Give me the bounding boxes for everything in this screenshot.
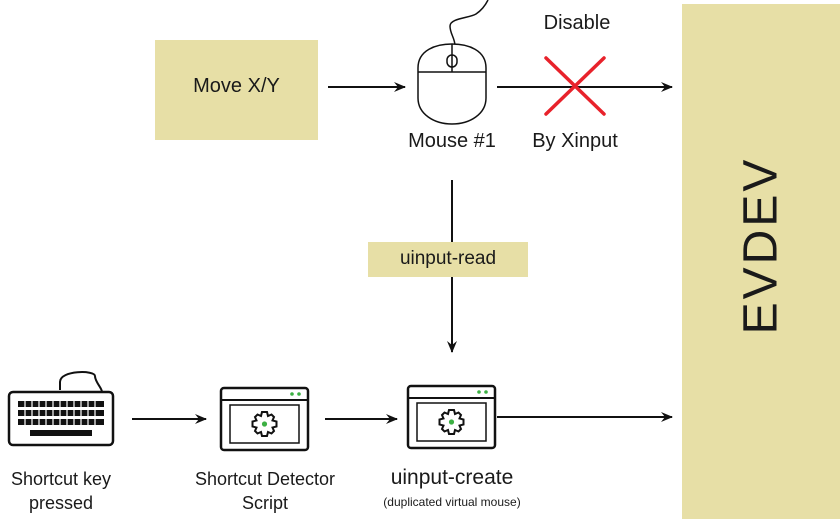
evdev-bar xyxy=(682,4,840,519)
keyboard-icon xyxy=(7,371,115,447)
mouse-icon xyxy=(417,0,489,125)
shortcut-key-label-line2: pressed xyxy=(28,493,94,513)
detector-app-window-gear-icon xyxy=(219,386,310,452)
uinput-read-box xyxy=(368,242,528,277)
move-xy-box xyxy=(155,40,318,140)
detector-label-line2: Script xyxy=(241,493,288,513)
by-xinput-label: By Xinput xyxy=(532,130,618,152)
disable-label: Disable xyxy=(543,12,611,34)
detector-label-line1: Shortcut Detector xyxy=(194,469,336,489)
uinput-read-label: uinput-read xyxy=(399,248,497,269)
shortcut-key-label-line1: Shortcut key xyxy=(10,469,112,489)
uinput-create-app-window-gear-icon xyxy=(406,384,497,450)
evdev-label: EVDEV xyxy=(734,156,788,335)
uinput-create-label: uinput-create xyxy=(390,466,514,489)
disable-cross-icon xyxy=(544,56,606,116)
move-xy-label: Move X/Y xyxy=(193,75,280,97)
mouse-label: Mouse #1 xyxy=(408,130,496,152)
uinput-create-note: (duplicated virtual mouse) xyxy=(383,495,521,509)
